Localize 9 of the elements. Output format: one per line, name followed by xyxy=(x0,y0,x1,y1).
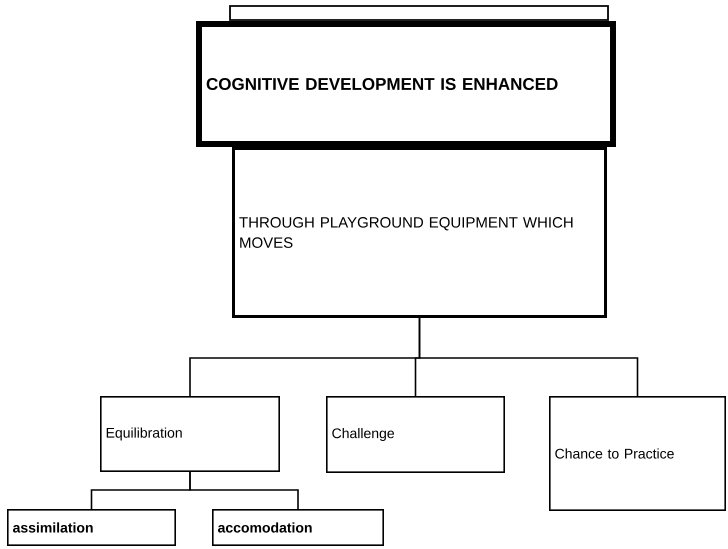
process-box: THROUGH PLAYGROUND EQUIPMENT WHICH MOVES xyxy=(232,147,607,318)
process-box: assimilation xyxy=(7,509,176,546)
connector-line xyxy=(189,472,299,509)
process-box: Chance to Practice xyxy=(549,396,726,511)
process-box: Challenge xyxy=(326,396,505,473)
process-box: Equilibration xyxy=(100,396,280,472)
process-box: accomodation xyxy=(212,509,384,546)
connector-line xyxy=(418,318,638,396)
heading-box: COGNITIVE DEVELOPMENT IS ENHANCED xyxy=(196,21,616,147)
